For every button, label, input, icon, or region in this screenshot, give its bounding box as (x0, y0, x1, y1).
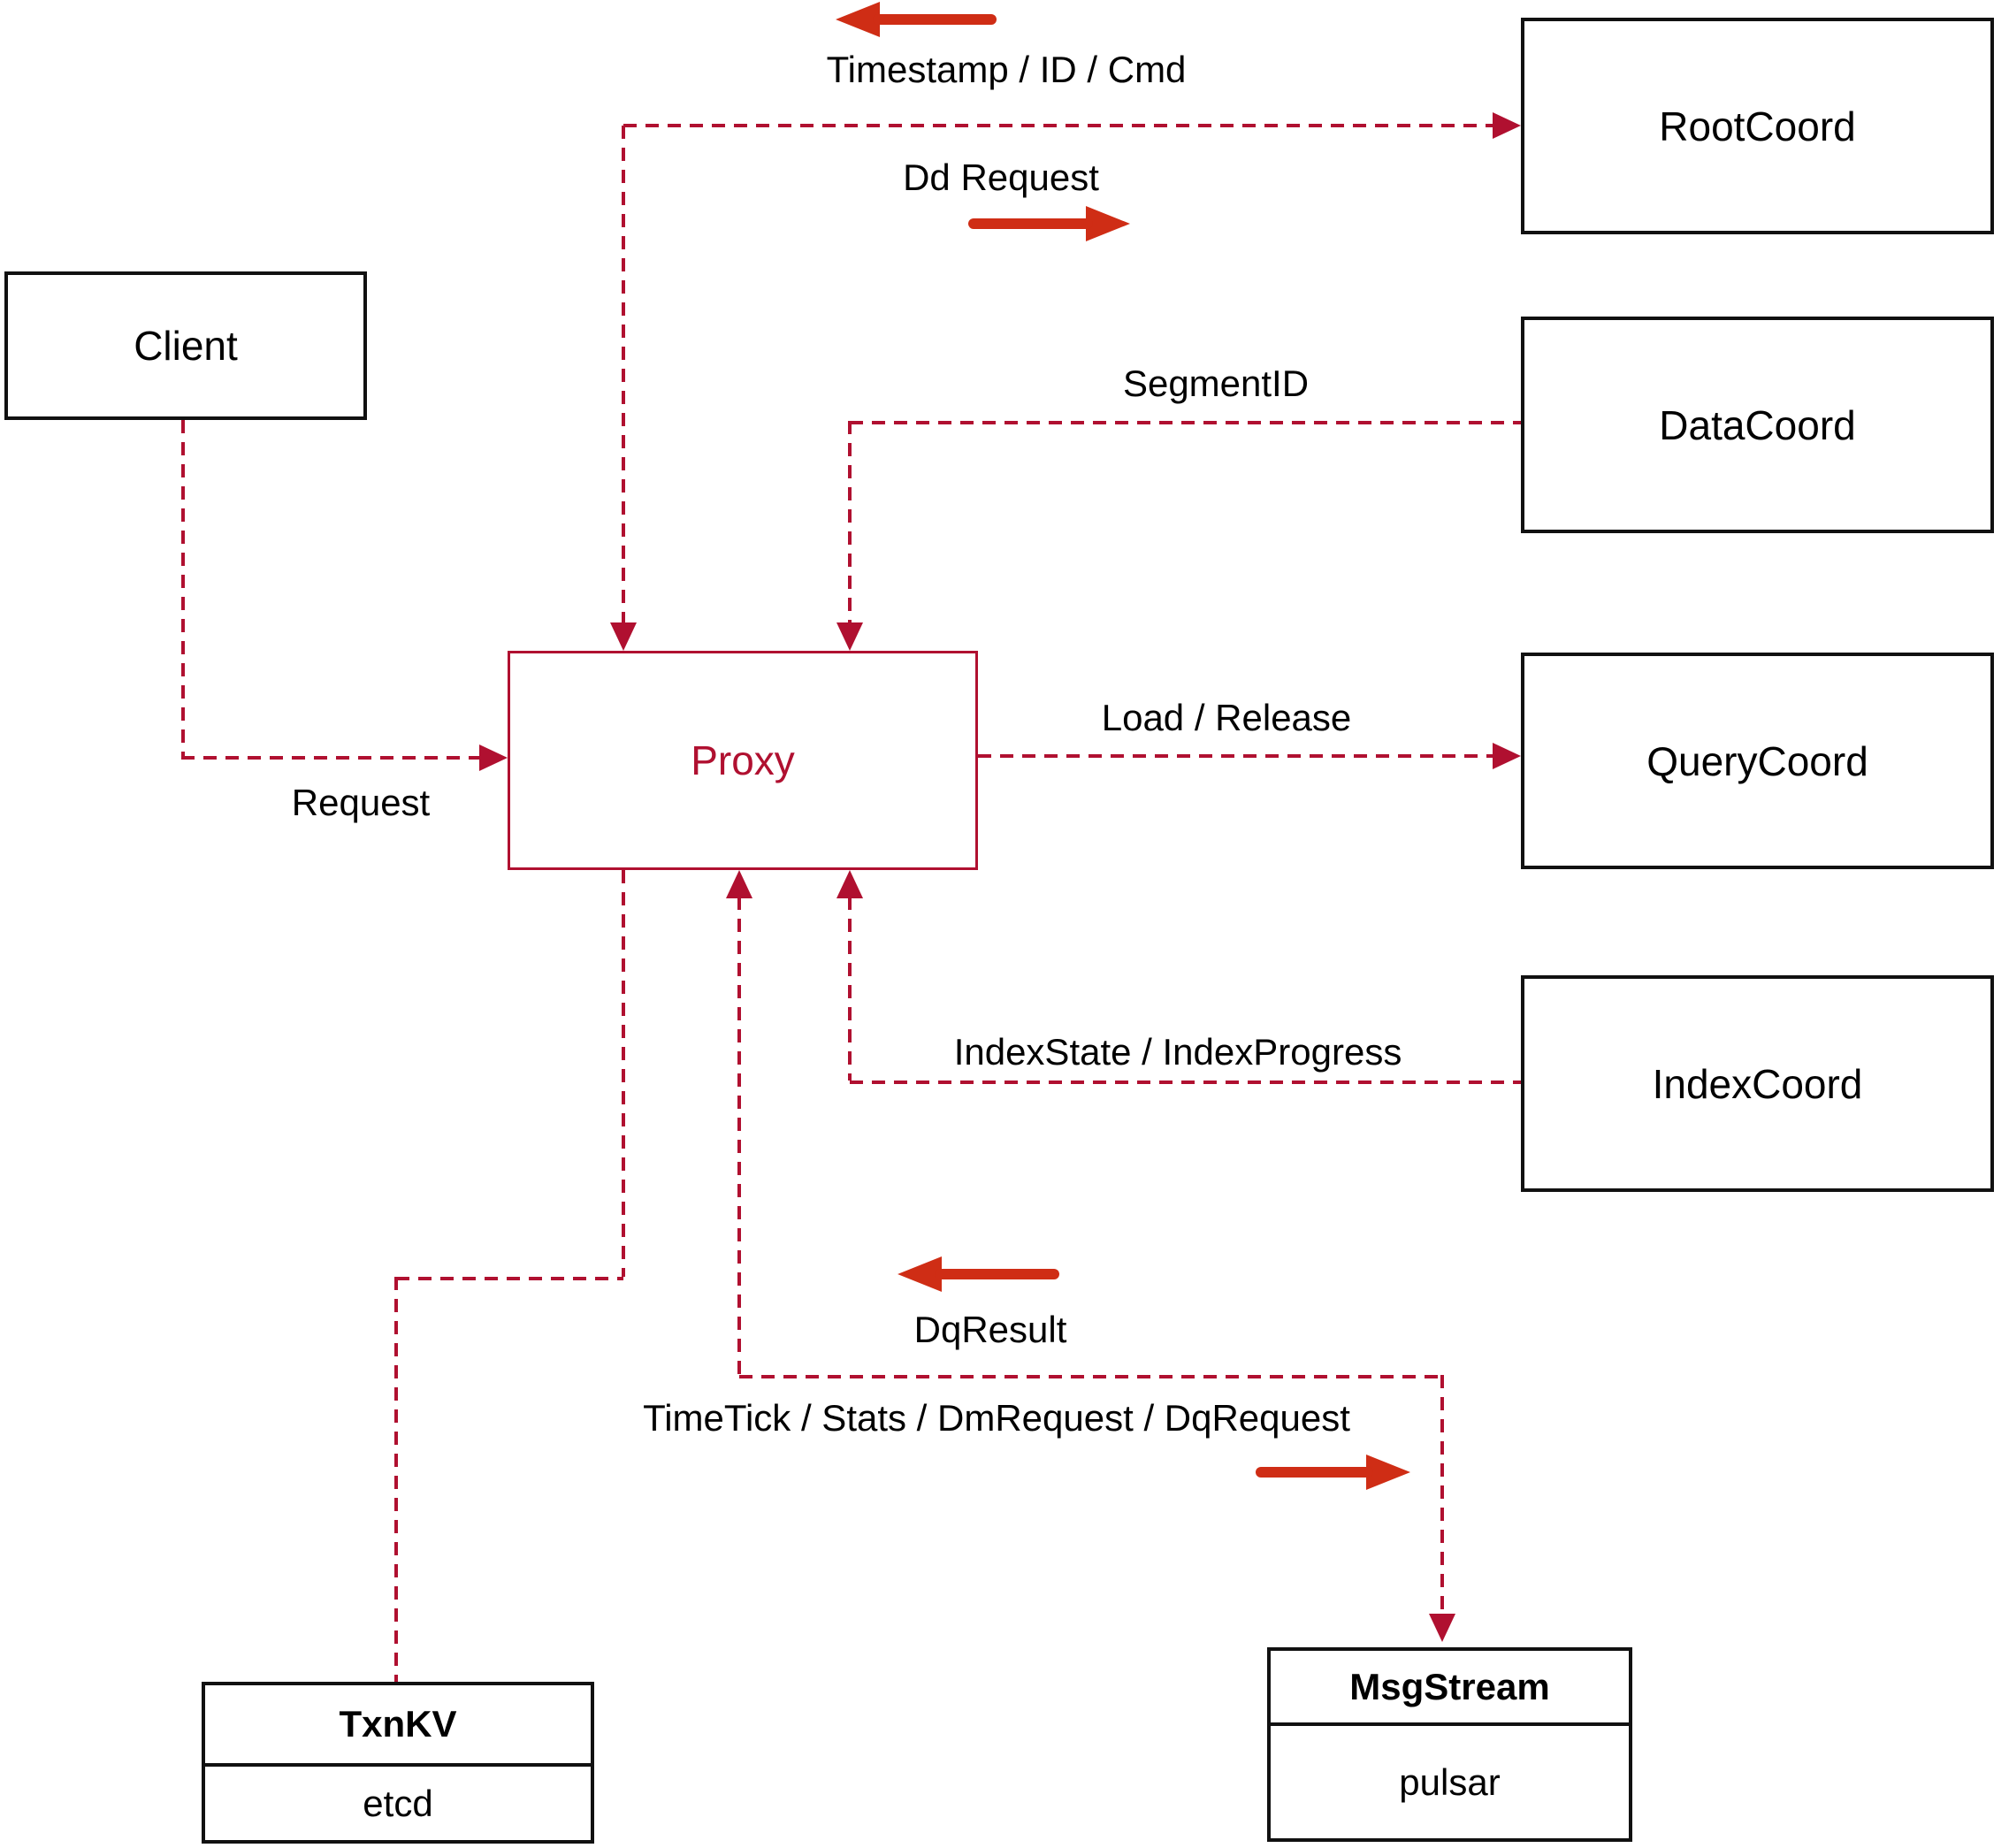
edge-proxy-txnkv-vertical-1 (622, 870, 625, 1277)
node-txnkv-title: TxnKV (205, 1685, 591, 1767)
edge-datacoord-to-proxy-arrowhead (836, 622, 863, 651)
dqresult-direction-left-arrow-icon (898, 1256, 1059, 1292)
edge-client-to-proxy-arrowhead (479, 745, 508, 771)
dd-request-direction-right-arrow-icon (968, 206, 1130, 241)
arrow-head (898, 1256, 942, 1292)
arrow-head (836, 2, 880, 37)
edge-proxy-to-rootcoord-arrowhead (1493, 112, 1521, 139)
edge-proxy-txnkv-horizontal (396, 1277, 623, 1280)
node-proxy: Proxy (508, 651, 978, 870)
node-rootcoord-label: RootCoord (1659, 103, 1856, 149)
edge-indexcoord-proxy-vertical (848, 897, 852, 1081)
node-rootcoord: RootCoord (1521, 18, 1994, 234)
arrow-shaft (1256, 1467, 1373, 1478)
edge-rootcoord-to-proxy-arrowhead (610, 622, 637, 651)
node-msgstream-impl: pulsar (1399, 1760, 1501, 1803)
node-client-label: Client (134, 323, 238, 369)
edge-indexcoord-proxy-horizontal (850, 1081, 1521, 1084)
edge-label-load-release: Load / Release (1101, 697, 1352, 738)
node-querycoord: QueryCoord (1521, 653, 1994, 869)
edge-proxy-txnkv-vertical-2 (394, 1277, 398, 1682)
timetick-direction-right-arrow-icon (1256, 1455, 1410, 1490)
node-msgstream-title: MsgStream (1271, 1651, 1629, 1726)
edge-label-dqresult: DqResult (913, 1309, 1067, 1350)
edge-proxy-to-msgstream-arrowhead (1429, 1614, 1455, 1642)
timestamp-direction-left-arrow-icon (836, 2, 997, 37)
edge-datacoord-proxy-vertical (848, 421, 852, 622)
node-indexcoord: IndexCoord (1521, 975, 1994, 1192)
node-indexcoord-label: IndexCoord (1652, 1060, 1863, 1107)
edge-proxy-rootcoord-horizontal (623, 124, 1493, 127)
edge-proxy-rootcoord-vertical (622, 126, 625, 622)
edge-label-timestamp-id-cmd: Timestamp / ID / Cmd (826, 49, 1187, 90)
arrow-head (1366, 1455, 1410, 1490)
node-proxy-label: Proxy (691, 737, 795, 783)
node-datacoord-label: DataCoord (1659, 401, 1856, 448)
node-txnkv-impl: etcd (363, 1782, 433, 1824)
edge-label-segmentid: SegmentID (1122, 363, 1310, 404)
edge-label-timetick-stats: TimeTick / Stats / DmRequest / DqRequest (643, 1397, 1350, 1439)
edge-label-dd-request: Dd Request (903, 157, 1099, 198)
node-client: Client (4, 271, 367, 420)
edge-msgstream-to-proxy-arrowhead (726, 870, 752, 898)
arrow-head (1086, 206, 1130, 241)
node-txnkv: TxnKV etcd (202, 1682, 594, 1844)
edge-label-indexstate-indexprogress: IndexState / IndexProgress (953, 1031, 1402, 1073)
node-querycoord-label: QueryCoord (1646, 737, 1868, 784)
edge-proxy-msgstream-vertical-2 (1440, 1375, 1444, 1614)
edge-client-proxy-vertical (181, 420, 185, 759)
arrow-shaft (935, 1269, 1059, 1279)
edge-client-proxy-horizontal (181, 756, 479, 760)
edge-label-request: Request (291, 782, 431, 823)
edge-proxy-msgstream-vertical-1 (737, 897, 741, 1377)
edge-datacoord-proxy-horizontal (850, 421, 1521, 424)
arrow-shaft (873, 14, 997, 25)
arrow-shaft (968, 218, 1093, 229)
edge-indexcoord-to-proxy-arrowhead (836, 870, 863, 898)
node-datacoord: DataCoord (1521, 317, 1994, 533)
node-msgstream: MsgStream pulsar (1267, 1647, 1632, 1842)
edge-proxy-querycoord-horizontal (978, 754, 1493, 758)
edge-proxy-to-querycoord-arrowhead (1493, 743, 1521, 769)
edge-proxy-msgstream-horizontal (739, 1375, 1444, 1378)
